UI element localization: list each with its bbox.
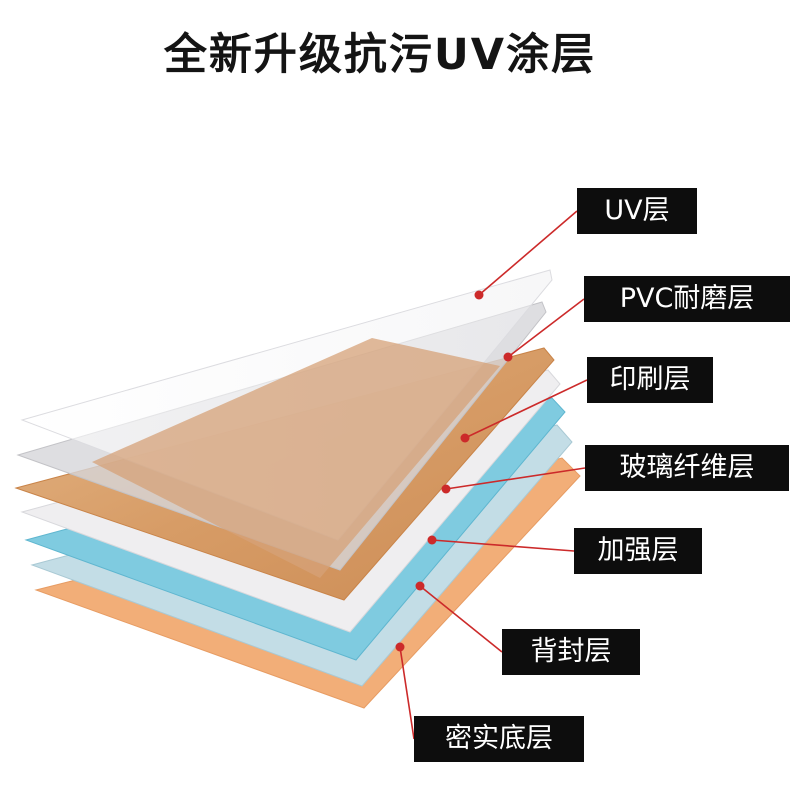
- leader-dot-dense-base: [395, 642, 405, 652]
- diagram-title: 全新升级抗污UV涂层: [163, 30, 597, 80]
- leader-dot-print: [460, 433, 470, 443]
- wood-grain-panel: [92, 338, 500, 578]
- leader-dot-uv: [474, 290, 484, 300]
- label-pvc: PVC耐磨层: [584, 276, 790, 322]
- leader-line-back-seal: [419, 585, 503, 653]
- leader-dot-glass-fiber: [441, 484, 451, 494]
- label-glass-fiber: 玻璃纤维层: [585, 445, 789, 491]
- leader-line-reinforce: [431, 539, 575, 552]
- leader-dot-pvc: [503, 352, 513, 362]
- leader-line-uv: [478, 210, 578, 296]
- label-uv: UV层: [577, 188, 697, 234]
- label-dense-base: 密实底层: [414, 716, 584, 762]
- leader-line-glass-fiber: [445, 467, 586, 490]
- label-back-seal: 背封层: [502, 629, 640, 675]
- leader-line-print: [464, 379, 588, 439]
- label-reinforce: 加强层: [574, 528, 702, 574]
- label-print: 印刷层: [587, 357, 713, 403]
- leader-line-pvc: [507, 298, 585, 358]
- leader-dot-back-seal: [415, 581, 425, 591]
- leader-dot-reinforce: [427, 535, 437, 545]
- leader-line-dense-base: [399, 646, 415, 740]
